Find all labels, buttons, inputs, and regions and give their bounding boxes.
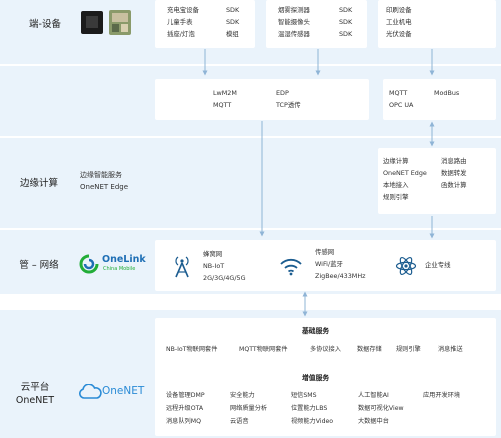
cellular-line1: 蜂窝网 [203, 250, 223, 258]
cell-tower-icon [175, 256, 189, 278]
private-line1: 企业专线 [425, 261, 451, 269]
device-item: 智能摄像头 [278, 18, 310, 26]
value-service-item: 网络质量分析 [230, 405, 268, 412]
protocol-item: ModBus [434, 89, 460, 97]
cloud-card: 基础服务 NB-IoT物联网套件 MQTT物联网套件 多协议接入 数据存储 规则… [155, 318, 496, 436]
onelink-sub: China Mobile [103, 266, 136, 272]
value-services-title: 增值服务 [302, 374, 330, 382]
value-service-item: 位置能力LBS [291, 405, 328, 412]
chip-module-icon [81, 11, 103, 34]
value-service-item: 远程升级OTA [166, 405, 204, 412]
value-service-item: 人工智能AI [358, 392, 389, 399]
value-service-item: 大数据中台 [358, 418, 389, 425]
device-card-industrial: 印刷设备 工业机电 光伏设备 [378, 0, 496, 48]
device-item: 印刷设备 [386, 6, 412, 14]
basic-services-title: 基础服务 [302, 327, 330, 335]
device-item-tag: SDK [226, 18, 240, 26]
protocol-item: TCP透传 [276, 101, 301, 109]
protocol-item: EDP [276, 89, 289, 97]
onenet-logo-text: OneNET [102, 385, 145, 397]
value-service-item: 应用开发环境 [423, 392, 461, 399]
device-item: 温湿传感器 [278, 30, 310, 38]
basic-service-item: 消息推送 [438, 346, 463, 353]
basic-service-item: 数据存储 [357, 346, 382, 353]
row-label-network: 管 – 网络 [19, 260, 59, 271]
basic-service-item: MQTT物联网套件 [239, 346, 288, 353]
atom-icon [395, 256, 417, 276]
protocol-card-left: LwM2M EDP MQTT TCP透传 [155, 79, 369, 120]
device-item: 充电宝设备 [167, 6, 199, 14]
device-item-tag: SDK [226, 6, 240, 14]
band-divider [0, 136, 501, 138]
device-card-consumer: 充电宝设备 SDK 儿童手表 SDK 插座/灯泡 模组 [155, 0, 255, 48]
circuit-board-icon [109, 10, 131, 35]
edge-feature: 消息路由 [441, 157, 467, 165]
edge-features-card: 边缘计算 消息路由 OneNET Edge 数据转发 本地接入 函数计算 规则引… [378, 148, 496, 214]
row-label-device: 端-设备 [29, 19, 61, 30]
onelink-logo: OneLink China Mobile [78, 253, 150, 275]
device-item: 烟雾探测器 [278, 6, 310, 14]
edge-feature: 本地接入 [383, 181, 409, 189]
basic-service-item: NB-IoT物联网套件 [166, 346, 218, 353]
onelink-logo-icon [79, 254, 99, 274]
cellular-line3: 2G/3G/4G/5G [203, 274, 246, 282]
cloud-logo-icon [79, 384, 102, 399]
device-item-tag: SDK [339, 6, 353, 14]
edge-feature: 函数计算 [441, 181, 467, 189]
device-item: 儿童手表 [167, 18, 193, 26]
protocol-item: LwM2M [213, 89, 237, 97]
onelink-name: OneLink [102, 254, 146, 265]
protocol-item: OPC UA [389, 101, 414, 109]
value-service-item: 消息队列MQ [166, 418, 201, 425]
value-service-item: 数据可视化View [358, 405, 404, 412]
basic-service-item: 规则引擎 [396, 346, 421, 353]
basic-service-item: 多协议接入 [310, 346, 341, 353]
edge-desc-line2: OneNET Edge [80, 183, 129, 191]
cloud-label-line1: 云平台 [20, 382, 50, 393]
edge-desc-line1: 边缘智能服务 [80, 171, 122, 179]
onenet-logo: OneNET [78, 383, 152, 401]
network-card: 蜂窝网 NB-IoT 2G/3G/4G/5G 传感网 WiFi/蓝牙 ZigBe… [155, 240, 496, 291]
edge-feature: 边缘计算 [383, 157, 409, 165]
protocol-item: MQTT [389, 89, 408, 97]
edge-feature: OneNET Edge [383, 169, 427, 177]
device-item: 工业机电 [386, 18, 412, 26]
value-service-item: 视频能力Video [291, 418, 334, 425]
device-item: 光伏设备 [386, 30, 412, 38]
device-item-tag: SDK [339, 18, 353, 26]
cloud-label-line2: OneNET [15, 395, 55, 406]
band-divider [0, 228, 501, 230]
band-divider [0, 306, 501, 310]
device-item-tag: 模组 [226, 30, 239, 38]
protocol-card-right: MQTT ModBus OPC UA [383, 79, 496, 120]
device-item-tag: SDK [339, 30, 353, 38]
value-service-item: 短信SMS [291, 392, 317, 399]
edge-feature: 规则引擎 [383, 193, 409, 201]
value-service-item: 设备管理DMP [166, 392, 205, 399]
device-card-sensor: 烟雾探测器 SDK 智能摄像头 SDK 温湿传感器 SDK [266, 0, 367, 48]
row-label-edge: 边缘计算 [19, 178, 58, 189]
device-item: 插座/灯泡 [167, 30, 195, 38]
wireless-line1: 传感网 [315, 248, 335, 256]
value-service-item: 安全能力 [230, 392, 255, 399]
band-divider [0, 64, 501, 66]
value-service-item: 云语音 [230, 418, 249, 425]
wireless-line2: WiFi/蓝牙 [315, 260, 343, 268]
protocol-item: MQTT [213, 101, 232, 109]
wifi-icon [280, 258, 302, 276]
row-label-cloud: 云平台 OneNET [10, 381, 60, 407]
cellular-line2: NB-IoT [203, 262, 225, 270]
wireless-line3: ZigBee/433MHz [315, 272, 366, 280]
edge-feature: 数据转发 [441, 169, 467, 177]
